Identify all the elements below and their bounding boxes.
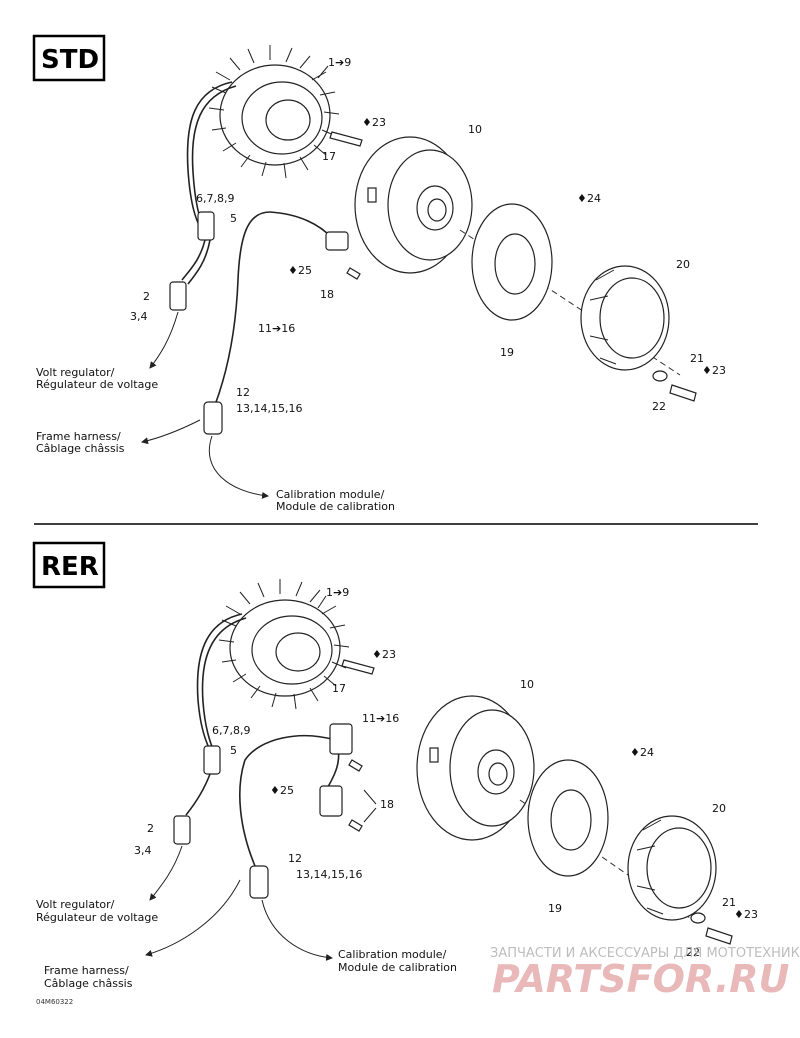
std-section: STD (32, 34, 726, 513)
cover (627, 815, 717, 921)
label-25: 25 (298, 264, 312, 277)
label-18: 18 (320, 288, 334, 301)
connector-12 (249, 865, 269, 899)
flywheel (416, 695, 535, 841)
callout-calib-1: Calibration module/ (338, 948, 447, 961)
callout-calib-2: Module de calibration (338, 961, 457, 974)
bolt-17 (341, 659, 375, 675)
harness-cable (239, 734, 336, 867)
drop-icon: ♦ (372, 648, 382, 661)
drop-icon: ♦ (288, 264, 298, 277)
label-19: 19 (500, 346, 514, 359)
connector-5 (197, 211, 215, 241)
bolt-22 (705, 927, 733, 945)
bolt-18a (348, 759, 363, 772)
callout-volt-2: Régulateur de voltage (36, 378, 158, 391)
label-6789: 6,7,8,9 (212, 724, 250, 737)
label-13: 13,14,15,16 (236, 402, 302, 415)
label-1116: 11➔16 (258, 322, 295, 335)
label-13: 13,14,15,16 (296, 868, 362, 881)
label-stator: 1➔9 (326, 586, 349, 599)
drop-icon: ♦ (577, 192, 587, 205)
callout-frame-1: Frame harness/ (44, 964, 129, 977)
label-2: 2 (143, 290, 150, 303)
watermark-line1: ЗАПЧАСТИ И АКСЕССУАРЫ ДЛЯ МОТОТЕХНИКИ (490, 946, 800, 961)
bolt-22 (669, 384, 697, 402)
rer-label: RER (41, 552, 99, 582)
rer-label-box (32, 541, 106, 589)
label-22: 22 (686, 946, 700, 959)
figure-code: 04M60322 (36, 998, 73, 1006)
label-5: 5 (230, 212, 237, 225)
std-label: STD (41, 45, 99, 75)
label-10: 10 (468, 123, 482, 136)
label-23b: 23 (744, 908, 758, 921)
rer-section: RER (32, 541, 758, 990)
bolt-18b (348, 819, 363, 832)
drop-icon: ♦ (270, 784, 280, 797)
bolt-18 (346, 267, 361, 280)
label-1116: 11➔16 (362, 712, 399, 725)
label-17: 17 (322, 150, 336, 163)
std-label-box (32, 34, 106, 82)
label-2: 2 (147, 822, 154, 835)
trigger-ring (471, 203, 553, 321)
label-34: 3,4 (130, 310, 148, 323)
callout-volt-1: Volt regulator/ (36, 898, 115, 911)
drop-icon: ♦ (630, 746, 640, 759)
watermark-logo: PARTSFOR.RU (492, 957, 790, 1001)
sensor-b (319, 785, 343, 817)
cover (580, 265, 670, 371)
drop-icon: ♦ (702, 364, 712, 377)
connector-12 (203, 401, 223, 435)
label-21: 21 (690, 352, 704, 365)
drop-icon: ♦ (734, 908, 744, 921)
bolt-17 (329, 131, 363, 147)
connector-2 (169, 281, 187, 311)
callout-frame-1: Frame harness/ (36, 430, 121, 443)
callout-volt-1: Volt regulator/ (36, 366, 115, 379)
label-22: 22 (652, 400, 666, 413)
label-12: 12 (236, 386, 250, 399)
washer-21 (652, 370, 668, 382)
label-34: 3,4 (134, 844, 152, 857)
callout-frame-2: Câblage châssis (36, 442, 125, 455)
callout-calib-2: Module de calibration (276, 500, 395, 513)
callout-calib-1: Calibration module/ (276, 488, 385, 501)
label-24: 24 (640, 746, 654, 759)
label-24: 24 (587, 192, 601, 205)
label-10: 10 (520, 678, 534, 691)
sensor-25 (325, 231, 349, 251)
label-23a: 23 (382, 648, 396, 661)
harness-cable (214, 211, 271, 406)
washer-21 (690, 912, 706, 924)
stator (218, 579, 350, 710)
label-6789: 6,7,8,9 (196, 192, 234, 205)
label-23b: 23 (712, 364, 726, 377)
label-19: 19 (548, 902, 562, 915)
label-20: 20 (712, 802, 726, 815)
label-23a: 23 (372, 116, 386, 129)
connector-5 (203, 745, 221, 775)
label-12: 12 (288, 852, 302, 865)
flywheel (354, 136, 473, 274)
connector-2 (173, 815, 191, 845)
label-stator: 1➔9 (328, 56, 351, 69)
label-18: 18 (380, 798, 394, 811)
label-25: 25 (280, 784, 294, 797)
callout-frame-2: Câblage châssis (44, 977, 133, 990)
label-5: 5 (230, 744, 237, 757)
sensor-a (329, 723, 353, 755)
label-17: 17 (332, 682, 346, 695)
label-21: 21 (722, 896, 736, 909)
label-20: 20 (676, 258, 690, 271)
drop-icon: ♦ (362, 116, 372, 129)
callout-volt-2: Régulateur de voltage (36, 911, 158, 924)
trigger-ring (527, 759, 609, 877)
stator (208, 45, 340, 179)
